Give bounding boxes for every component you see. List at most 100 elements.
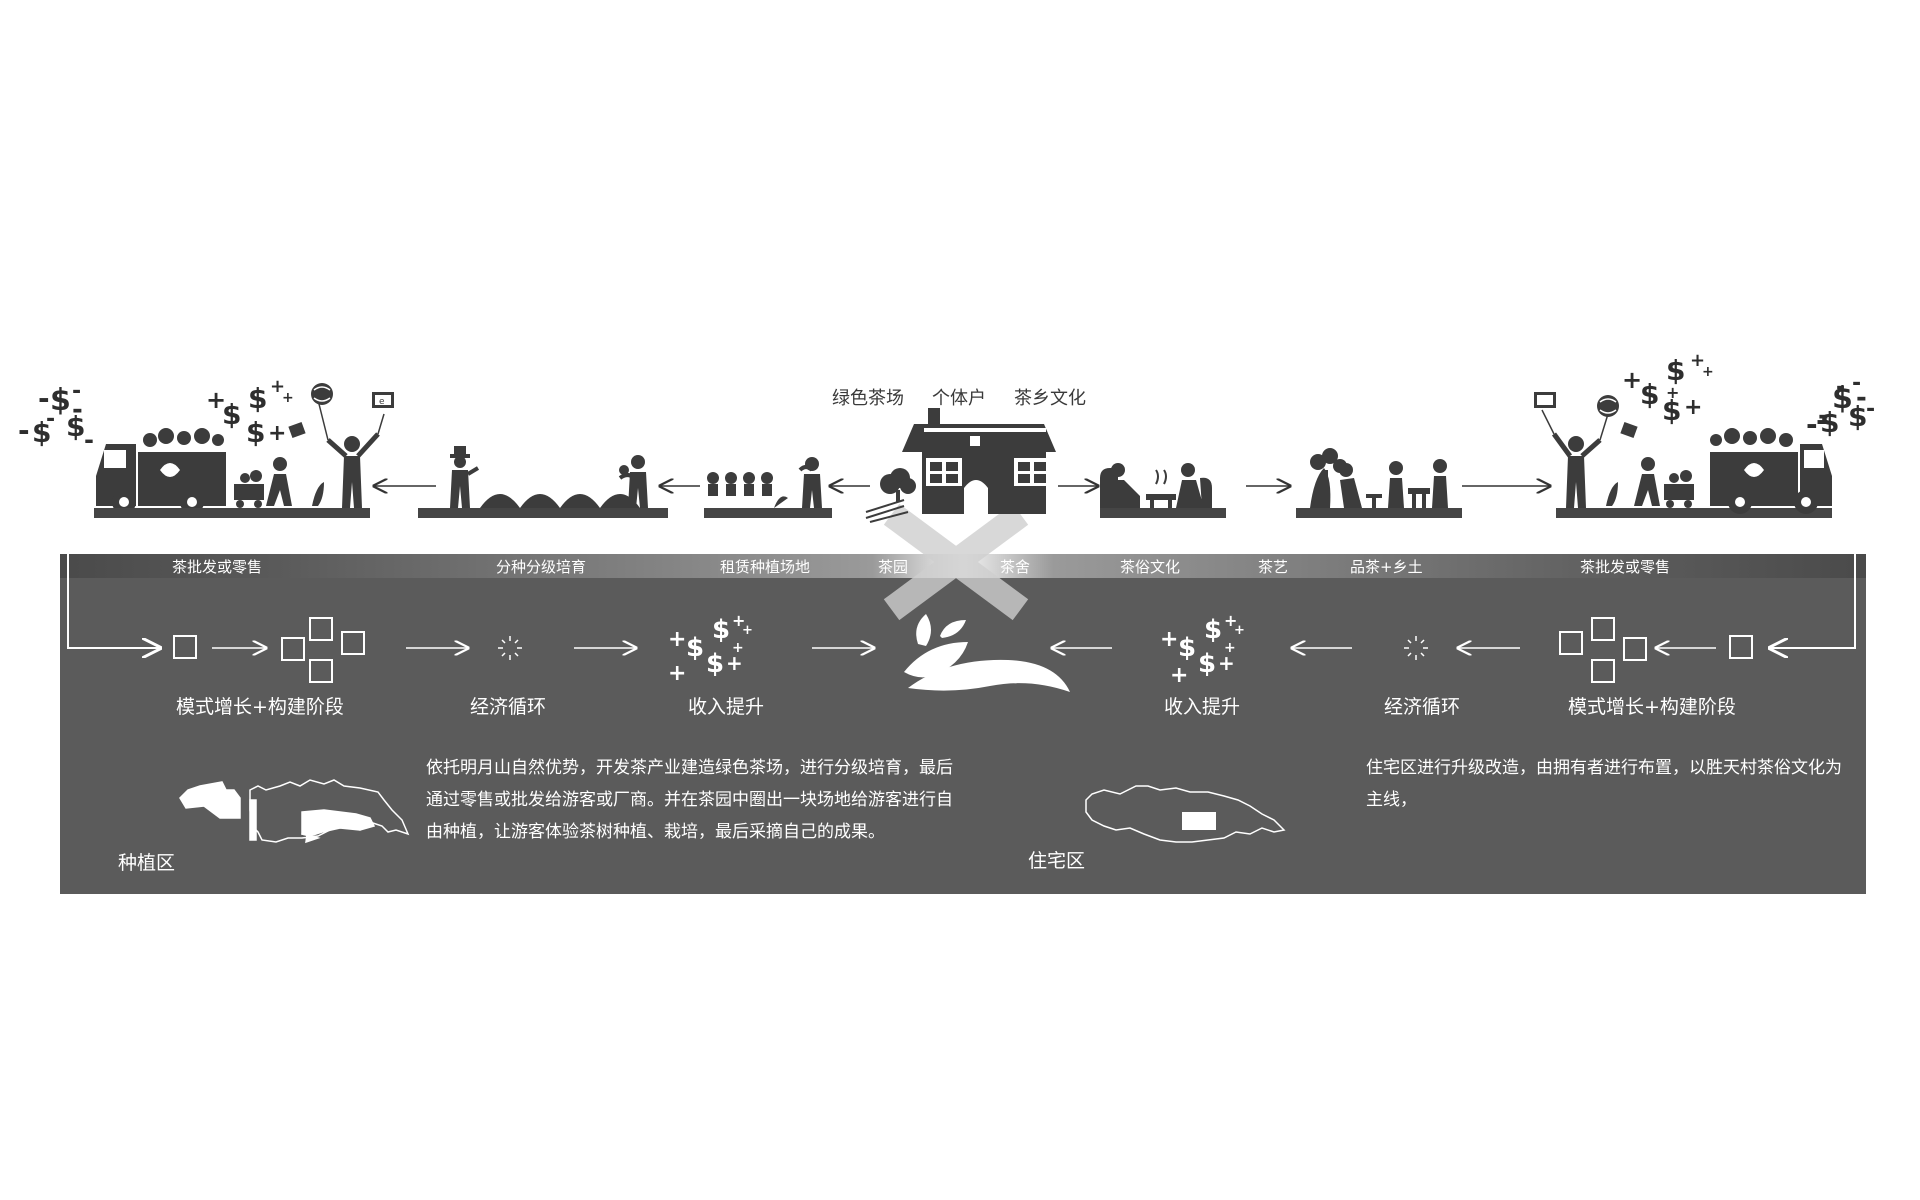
svg-text:-: - bbox=[46, 407, 55, 432]
minus-sign: - bbox=[38, 382, 50, 415]
svg-text:+: + bbox=[268, 421, 286, 446]
potted-plants-icon bbox=[707, 457, 822, 508]
svg-text:+: + bbox=[1690, 350, 1705, 371]
band-label-tea-house: 茶舍 bbox=[1000, 558, 1031, 576]
center-x-mark bbox=[883, 503, 1029, 621]
band-label-wholesale-left: 茶批发或零售 bbox=[172, 558, 263, 576]
band-label-wholesale-right: 茶批发或零售 bbox=[1580, 558, 1671, 576]
svg-text:$: $ bbox=[1640, 378, 1659, 411]
svg-text:+: + bbox=[1684, 395, 1702, 420]
svg-text:$: $ bbox=[1178, 633, 1196, 663]
svg-text:$: $ bbox=[1204, 615, 1222, 645]
svg-text:$: $ bbox=[222, 398, 241, 431]
svg-text:+: + bbox=[732, 640, 744, 656]
label-green-tea-farm: 绿色茶场 bbox=[832, 388, 904, 409]
zone-name-planting: 种植区 bbox=[118, 852, 176, 874]
ground-bar-6 bbox=[1556, 508, 1832, 518]
ground-bar-1 bbox=[94, 508, 370, 518]
square-cluster-left bbox=[281, 617, 365, 683]
ground-bar-4 bbox=[1100, 508, 1226, 518]
economic-cycle-icon-left bbox=[498, 636, 522, 660]
seller-icon-left bbox=[317, 399, 385, 508]
seller-icon-right bbox=[1541, 409, 1609, 508]
svg-text:+: + bbox=[1234, 623, 1245, 638]
svg-text:-: - bbox=[1852, 371, 1861, 396]
band-label-rent-land: 租赁种植场地 bbox=[720, 558, 811, 576]
money-cluster-right-far: - $ - - - $ - - - $ bbox=[1806, 371, 1875, 441]
right-loop-line bbox=[1770, 489, 1856, 648]
svg-text:+: + bbox=[726, 651, 743, 675]
ground-bar-5 bbox=[1296, 508, 1462, 518]
truck-icon-right bbox=[1710, 428, 1832, 514]
band-label-tea-garden: 茶园 bbox=[878, 558, 909, 576]
ground-bar-3 bbox=[704, 508, 832, 518]
svg-text:$: $ bbox=[1662, 394, 1681, 427]
single-square-right bbox=[1729, 635, 1753, 659]
tea-tasting-icon bbox=[1310, 448, 1448, 508]
square-cluster-right bbox=[1559, 617, 1647, 683]
band-label-grading: 分种分级培育 bbox=[496, 558, 587, 576]
laptop-icon-right bbox=[1534, 392, 1556, 408]
svg-text:+: + bbox=[1170, 663, 1188, 688]
band-label-tea-art: 茶艺 bbox=[1258, 558, 1289, 576]
svg-text:$: $ bbox=[32, 416, 51, 449]
panel-label-mode-left: 模式增长+构建阶段 bbox=[176, 696, 344, 718]
svg-text:+: + bbox=[742, 623, 753, 638]
panel-label-mode-right: 模式增长+构建阶段 bbox=[1568, 696, 1736, 718]
svg-text:+: + bbox=[1224, 640, 1236, 656]
panel-label-income-right: 收入提升 bbox=[1164, 696, 1241, 718]
left-loop-line bbox=[67, 489, 160, 648]
tea-leaf-icon bbox=[904, 614, 1070, 692]
svg-text:$: $ bbox=[66, 410, 85, 443]
svg-text:$: $ bbox=[712, 615, 730, 645]
svg-text:+: + bbox=[1160, 627, 1178, 652]
svg-text:$: $ bbox=[1666, 354, 1685, 387]
money-cluster-left: + $ $ + + $ + bbox=[206, 376, 294, 449]
single-square-left bbox=[173, 635, 197, 659]
zone-name-residential: 住宅区 bbox=[1028, 850, 1086, 872]
farmer-icon bbox=[450, 446, 640, 508]
svg-text:-: - bbox=[1806, 408, 1818, 441]
shopper-icon-left bbox=[234, 457, 324, 508]
svg-text:$: $ bbox=[1848, 400, 1867, 433]
label-tea-culture: 茶乡文化 bbox=[1014, 388, 1086, 409]
label-individual: 个体户 bbox=[932, 388, 986, 409]
residential-block bbox=[1182, 812, 1216, 830]
svg-text:+: + bbox=[1622, 366, 1642, 394]
svg-text:+: + bbox=[732, 611, 745, 630]
svg-text:-: - bbox=[1836, 375, 1845, 400]
money-bag-icon-left bbox=[288, 421, 306, 439]
svg-text:-: - bbox=[1866, 397, 1875, 422]
house-icon bbox=[902, 408, 1056, 514]
money-cluster-right: + $ $ + + $ + + bbox=[1622, 350, 1714, 427]
zone-text-planting: 依托明月山自然优势，开发茶产业建造绿色茶场，进行分级培育，最后通过零售或批发给游… bbox=[426, 758, 953, 842]
svg-text:$: $ bbox=[686, 633, 704, 663]
svg-text:$: $ bbox=[1832, 381, 1853, 416]
svg-text:$: $ bbox=[248, 382, 267, 415]
svg-text:$: $ bbox=[1820, 406, 1839, 439]
svg-text:-: - bbox=[84, 426, 94, 454]
band-label-tasting: 品茶+乡土 bbox=[1350, 558, 1423, 576]
svg-text:$: $ bbox=[1198, 649, 1216, 679]
svg-text:$: $ bbox=[706, 649, 724, 679]
svg-text:-: - bbox=[72, 379, 81, 404]
svg-text:-: - bbox=[72, 395, 83, 425]
globe-icon-left bbox=[311, 383, 333, 405]
tree-icon bbox=[865, 468, 916, 523]
income-money-left: + $ $ + + $ + + + bbox=[668, 611, 753, 686]
svg-text:-: - bbox=[1856, 383, 1867, 413]
globe-icon-right bbox=[1597, 395, 1619, 417]
band-label-folk-culture: 茶俗文化 bbox=[1120, 558, 1181, 576]
svg-text:-: - bbox=[18, 414, 30, 447]
panel-label-eco-right: 经济循环 bbox=[1384, 696, 1461, 718]
income-money-right: + $ $ + + $ + + + bbox=[1160, 611, 1245, 688]
panel-label-eco-left: 经济循环 bbox=[470, 696, 547, 718]
residential-zone-map bbox=[1085, 785, 1286, 843]
panel-label-income-left: 收入提升 bbox=[688, 696, 765, 718]
svg-text:+: + bbox=[282, 390, 294, 406]
svg-text:e: e bbox=[379, 397, 385, 407]
money-bag-icon-right bbox=[1620, 421, 1638, 439]
svg-text:-: - bbox=[1816, 404, 1828, 437]
svg-text:+: + bbox=[1666, 383, 1679, 402]
